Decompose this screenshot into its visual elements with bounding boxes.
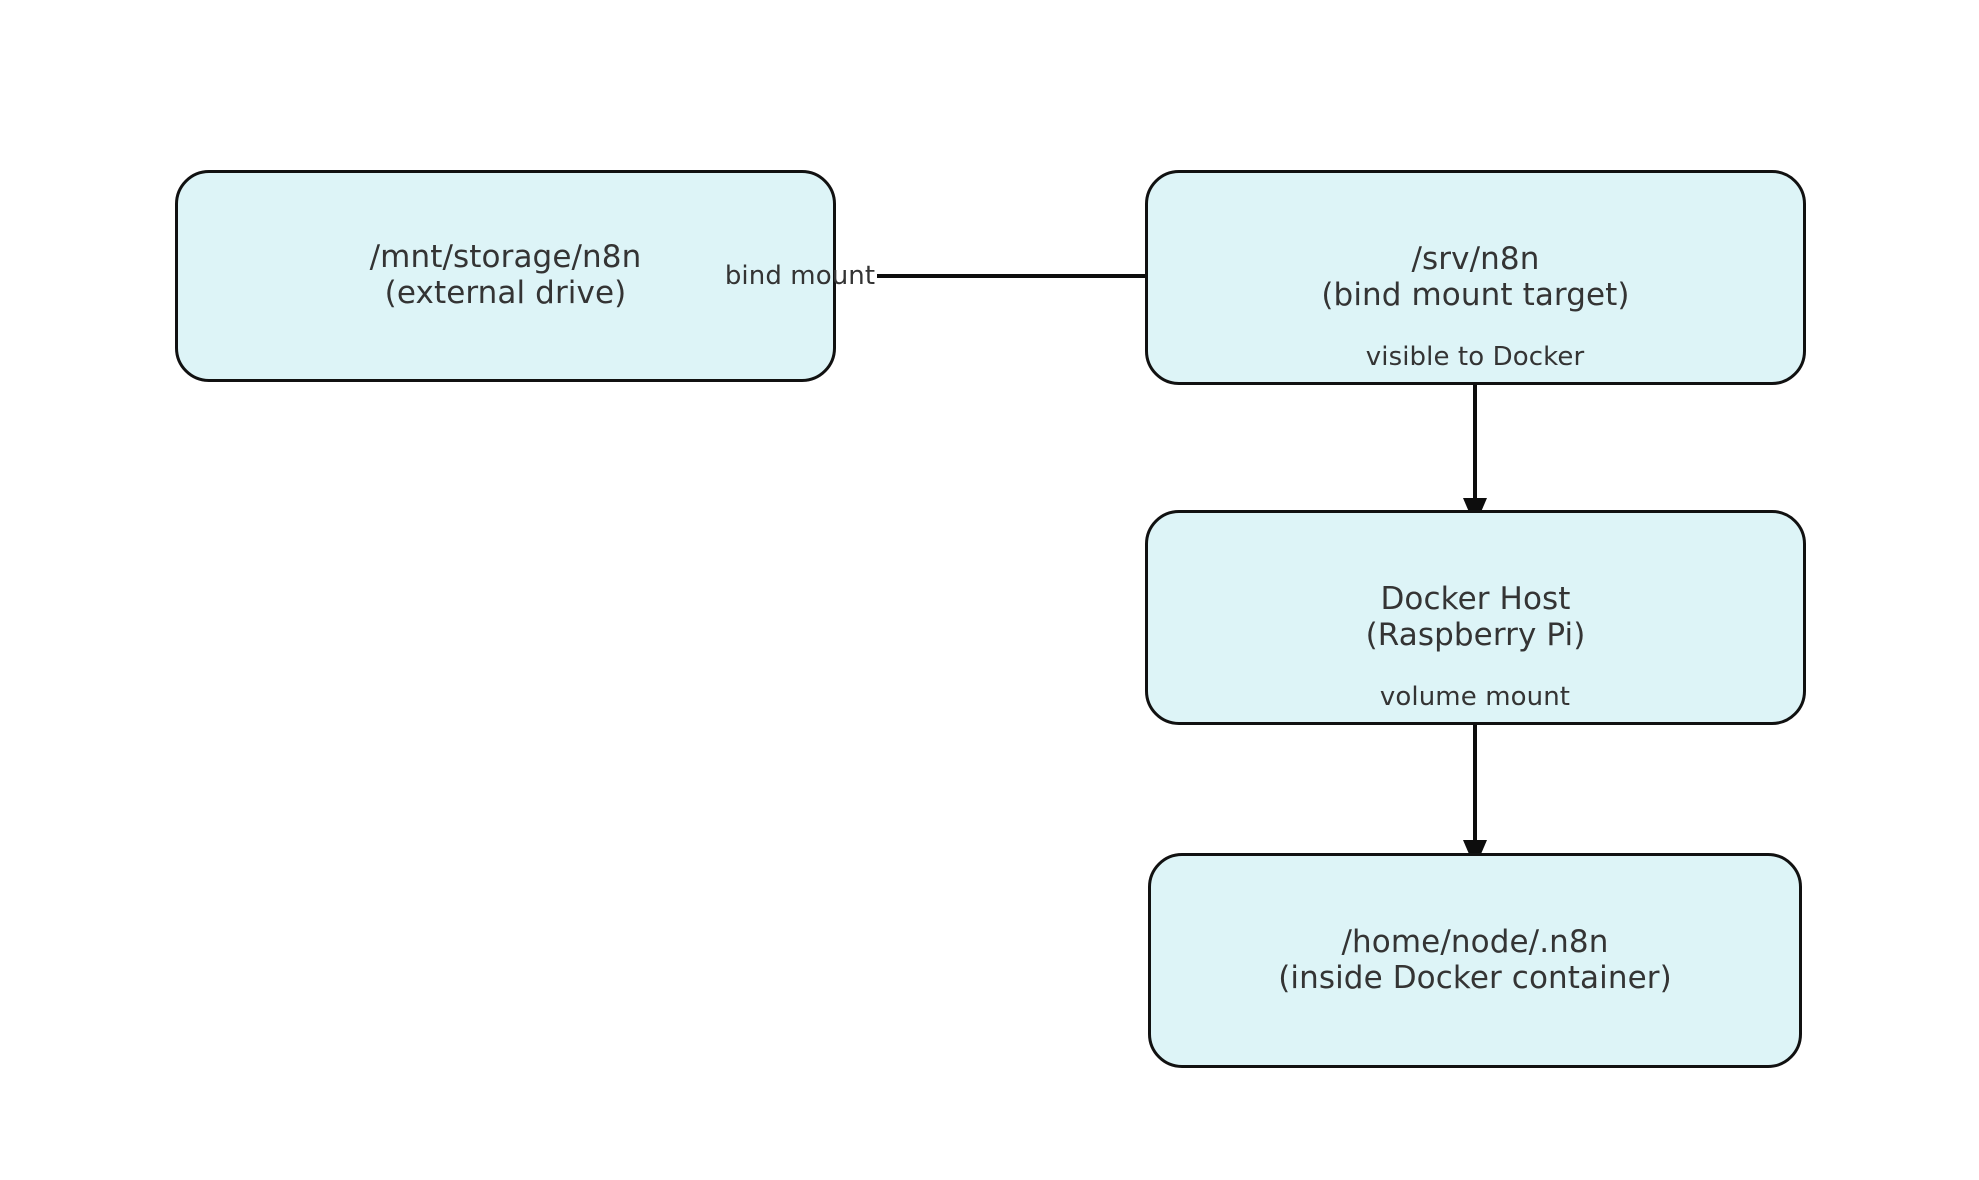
node-docker-container-path-label: /home/node/.n8n (inside Docker container… [1278, 923, 1672, 996]
node-docker-host-label: Docker Host (Raspberry Pi) [1365, 580, 1586, 653]
node-docker-container-path[interactable]: /home/node/.n8n (inside Docker container… [1148, 853, 1802, 1068]
edge-label-visible-to-docker: visible to Docker [1365, 342, 1585, 372]
node-bind-mount-target[interactable]: /srv/n8n (bind mount target) [1145, 170, 1806, 385]
node-docker-host[interactable]: Docker Host (Raspberry Pi) [1145, 510, 1806, 725]
edge-host-to-container [1463, 725, 1487, 868]
edge-target-to-host [1463, 385, 1487, 526]
node-bind-mount-target-label: /srv/n8n (bind mount target) [1321, 240, 1630, 313]
edge-label-volume-mount: volume mount [1379, 682, 1571, 712]
edge-source-to-target [877, 264, 1178, 288]
node-external-drive[interactable]: /mnt/storage/n8n (external drive) [175, 170, 836, 382]
edge-label-bind-mount: bind mount [724, 261, 876, 291]
node-external-drive-label: /mnt/storage/n8n (external drive) [369, 239, 642, 311]
